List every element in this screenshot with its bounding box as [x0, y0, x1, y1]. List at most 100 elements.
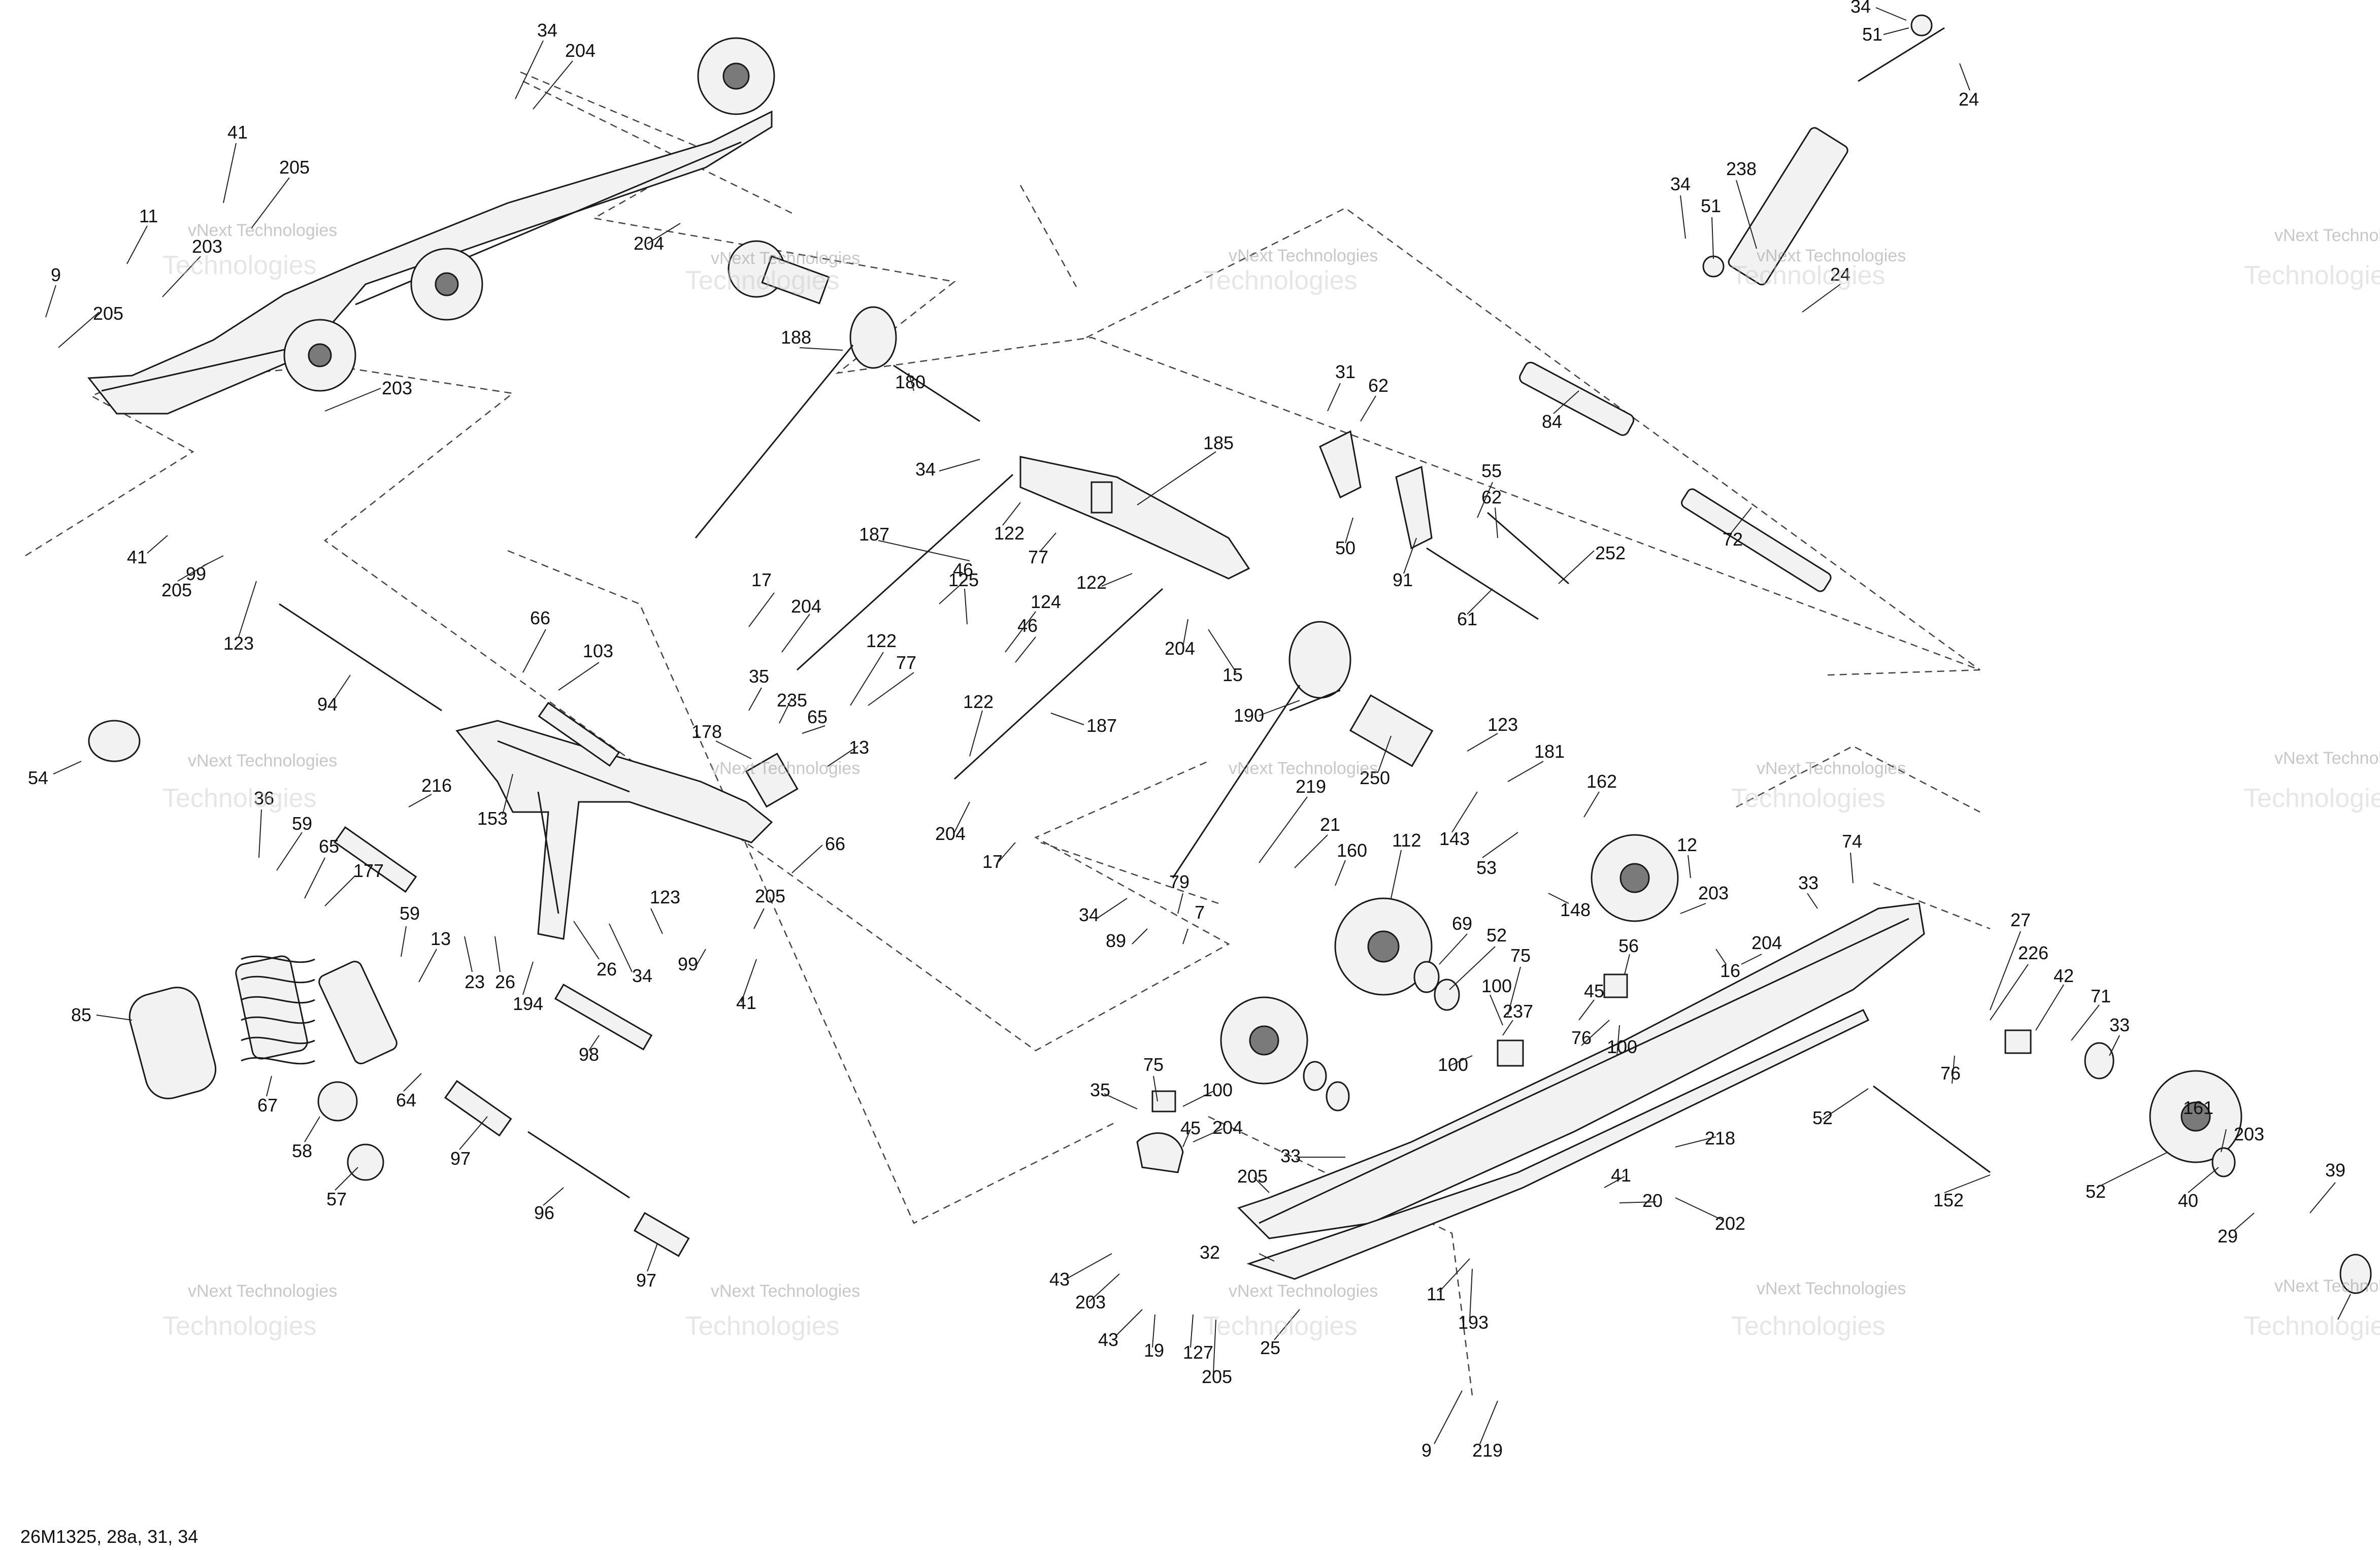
watermark-text: Technologies: [1203, 1311, 1358, 1341]
part-callout: 65: [319, 836, 339, 857]
part-callout: 103: [583, 641, 613, 661]
part-callout: 153: [477, 808, 508, 829]
part-callout: 24: [1959, 89, 1979, 110]
part-callout: 76: [1940, 1063, 1961, 1084]
part-callout: 55: [1481, 460, 1502, 481]
part-callout: 188: [781, 327, 811, 348]
axles-upper-right: [1319, 361, 1832, 620]
part-callout: 187: [1086, 715, 1117, 736]
part-callout: 235: [777, 690, 807, 711]
part-callout: 205: [755, 886, 785, 906]
part-callout: 51: [1701, 195, 1721, 216]
part-callout: 97: [450, 1148, 471, 1169]
part-callout: 125: [948, 569, 979, 590]
part-callout: 19: [1144, 1340, 1164, 1361]
part-callout: 127: [1183, 1342, 1213, 1363]
part-callout: 17: [982, 851, 1003, 872]
part-callout: 79: [1169, 871, 1189, 892]
watermark-text: vNext Technologies: [1757, 759, 1906, 778]
shafts-left: [279, 603, 690, 1257]
watermark-text: vNext Technologies: [2274, 226, 2380, 245]
part-callout: 238: [1726, 158, 1757, 179]
part-callout: 85: [71, 1004, 91, 1025]
part-callout: 46: [1017, 615, 1038, 636]
part-callout: 25: [1260, 1337, 1280, 1358]
watermark-text: Technologies: [1731, 261, 1886, 290]
part-callout: 161: [2183, 1097, 2213, 1118]
part-callout: 122: [963, 691, 994, 712]
part-callout: 99: [678, 954, 698, 974]
part-callout: 89: [1106, 930, 1126, 951]
part-callout: 27: [2010, 909, 2031, 930]
part-callout: 226: [2018, 942, 2048, 963]
part-callout: 62: [1368, 375, 1389, 396]
part-callout: 41: [227, 122, 248, 143]
part-callout: 29: [2218, 1226, 2238, 1246]
watermark-text: Technologies: [2244, 784, 2380, 813]
part-callout: 203: [192, 236, 222, 257]
part-callout: 100: [1607, 1036, 1637, 1057]
part-callout: 17: [751, 569, 772, 590]
part-callout: 59: [292, 813, 312, 834]
part-callout: 203: [1075, 1292, 1106, 1312]
part-callout: 143: [1439, 828, 1470, 849]
part-callout: 74: [1842, 831, 1862, 852]
part-callout: 46: [953, 559, 973, 580]
watermark-text: vNext Technologies: [1757, 246, 1906, 265]
part-callout: 124: [1031, 591, 1061, 612]
part-callout: 11: [139, 206, 158, 226]
part-callout: 11: [1427, 1284, 1445, 1304]
part-callout: 16: [1720, 960, 1740, 981]
part-callout: 53: [1476, 857, 1497, 878]
rear-shock-and-spring: [88, 720, 398, 1181]
part-callout: 40: [2178, 1190, 2198, 1211]
part-callout: 56: [1618, 935, 1639, 956]
watermark-text: Technologies: [1731, 1311, 1886, 1341]
part-callout: 41: [127, 547, 147, 567]
watermark-text: Technologies: [1203, 266, 1358, 295]
part-callout: 203: [1698, 883, 1729, 903]
watermark-text: vNext Technologies: [1757, 1279, 1906, 1298]
part-callout: 160: [1337, 840, 1367, 861]
part-callout: 122: [866, 630, 897, 651]
part-callout: 66: [530, 608, 550, 628]
torsion-spring-center: [1172, 621, 1351, 879]
part-callout: 33: [2109, 1015, 2130, 1035]
part-callout: 34: [1670, 174, 1691, 194]
part-callout: 42: [2054, 965, 2074, 986]
upper-idler-wheel: [728, 240, 830, 305]
part-callout: 34: [915, 459, 936, 480]
part-callout: 64: [396, 1090, 416, 1110]
part-callout: 204: [1212, 1117, 1243, 1138]
part-callout: 112: [1392, 830, 1421, 851]
watermark-text: Technologies: [685, 266, 840, 295]
part-callout: 152: [1933, 1190, 1964, 1210]
part-callout: 237: [1503, 1001, 1533, 1022]
part-callout: 219: [1472, 1440, 1503, 1461]
part-callout: 41: [736, 992, 756, 1013]
watermark-text: vNext Technologies: [188, 1282, 337, 1301]
torsion-spring-upper: [695, 306, 980, 538]
center-idler-wheels: [1220, 694, 2242, 1163]
part-callout: 84: [1542, 411, 1562, 432]
part-callout: 96: [534, 1202, 554, 1223]
part-callout: 72: [1723, 529, 1743, 550]
leader-lines: [45, 7, 2351, 1444]
part-callout: 204: [791, 596, 821, 617]
part-callout: 45: [1584, 981, 1604, 1001]
watermark-text: Technologies: [685, 1311, 840, 1341]
part-callout: 122: [1076, 572, 1107, 593]
part-callout: 122: [994, 523, 1024, 544]
part-callout: 39: [2325, 1160, 2345, 1181]
part-callout: 7: [1195, 902, 1205, 923]
watermark-text: Technologies: [2244, 1311, 2380, 1341]
part-callout: 45: [1180, 1118, 1201, 1138]
part-callout: 123: [650, 887, 680, 907]
part-callout: 69: [1452, 913, 1472, 934]
part-callout: 76: [1571, 1027, 1592, 1048]
watermark-text: vNext Technologies: [188, 751, 337, 770]
part-callout: 204: [1165, 638, 1195, 659]
part-callout: 216: [421, 775, 452, 796]
part-callout: 94: [317, 694, 338, 715]
